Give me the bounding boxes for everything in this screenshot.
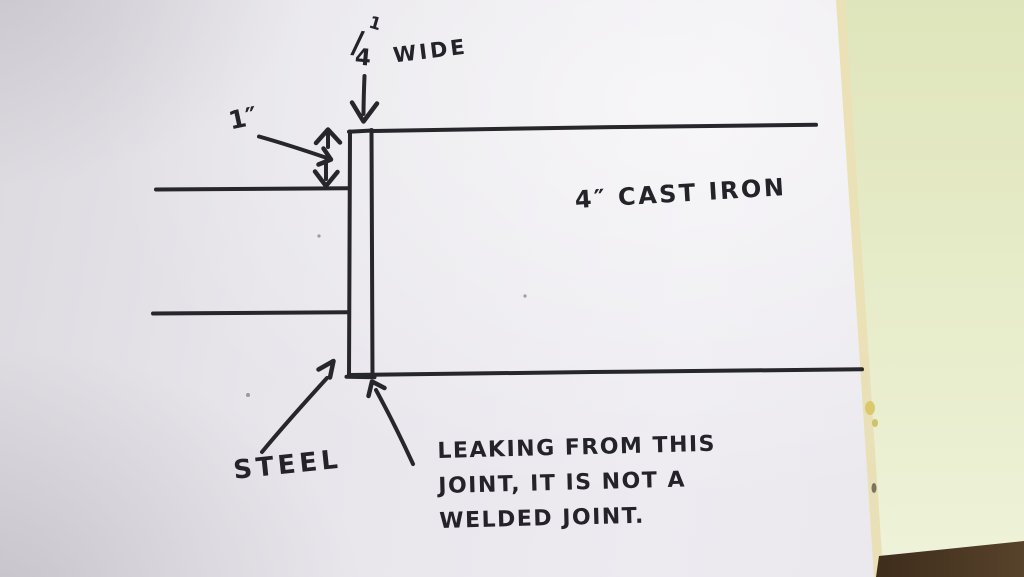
wood-table (876, 541, 1024, 577)
dim-down-arrow (312, 159, 340, 189)
paper-edge-strip (836, 0, 886, 577)
fraction-denominator: 4 (353, 44, 373, 72)
cast-iron-lines (347, 122, 864, 377)
fraction-numerator: 1 (366, 12, 384, 36)
collar-top-line (347, 128, 374, 134)
edge-speck (871, 483, 877, 493)
dim-up-arrow (313, 127, 343, 149)
cast-iron-top-line (370, 122, 818, 133)
paper-speck (246, 393, 250, 397)
folder-surface (845, 0, 1024, 555)
collar-right-line (369, 128, 375, 379)
steel-pipe-top-line (154, 186, 350, 192)
desk-surface (836, 0, 1024, 577)
leak-note-line: WELDED JOINT. (438, 503, 646, 534)
annotation-leak-note: LEAKING FROM THIS JOINT, IT IS NOT A WEL… (437, 427, 718, 539)
annotation-one-inch: 1″ (226, 101, 260, 136)
steel-pipe-bottom-line (151, 310, 349, 316)
leak-leader-arrow (366, 379, 415, 466)
annotation-quarter-width: 1 / 4 WIDE (345, 12, 469, 82)
paper-specks (246, 234, 527, 397)
leak-note-line: JOINT, IT IS NOT A (438, 467, 687, 499)
joint-collar (344, 128, 377, 380)
paper-speck (317, 234, 321, 238)
edge-speck (872, 419, 878, 427)
steel-pipe-lines (151, 186, 350, 316)
width-label: WIDE (391, 34, 469, 68)
edge-speck (865, 401, 875, 415)
ink-sketch (151, 74, 864, 466)
cast-iron-bottom-line (347, 367, 864, 377)
steel-leader-arrow (260, 358, 336, 454)
collar-left-line (347, 129, 352, 378)
paper-speck (523, 294, 527, 298)
one-inch-leader-arrow (257, 134, 334, 167)
quarter-width-arrow (349, 74, 380, 124)
